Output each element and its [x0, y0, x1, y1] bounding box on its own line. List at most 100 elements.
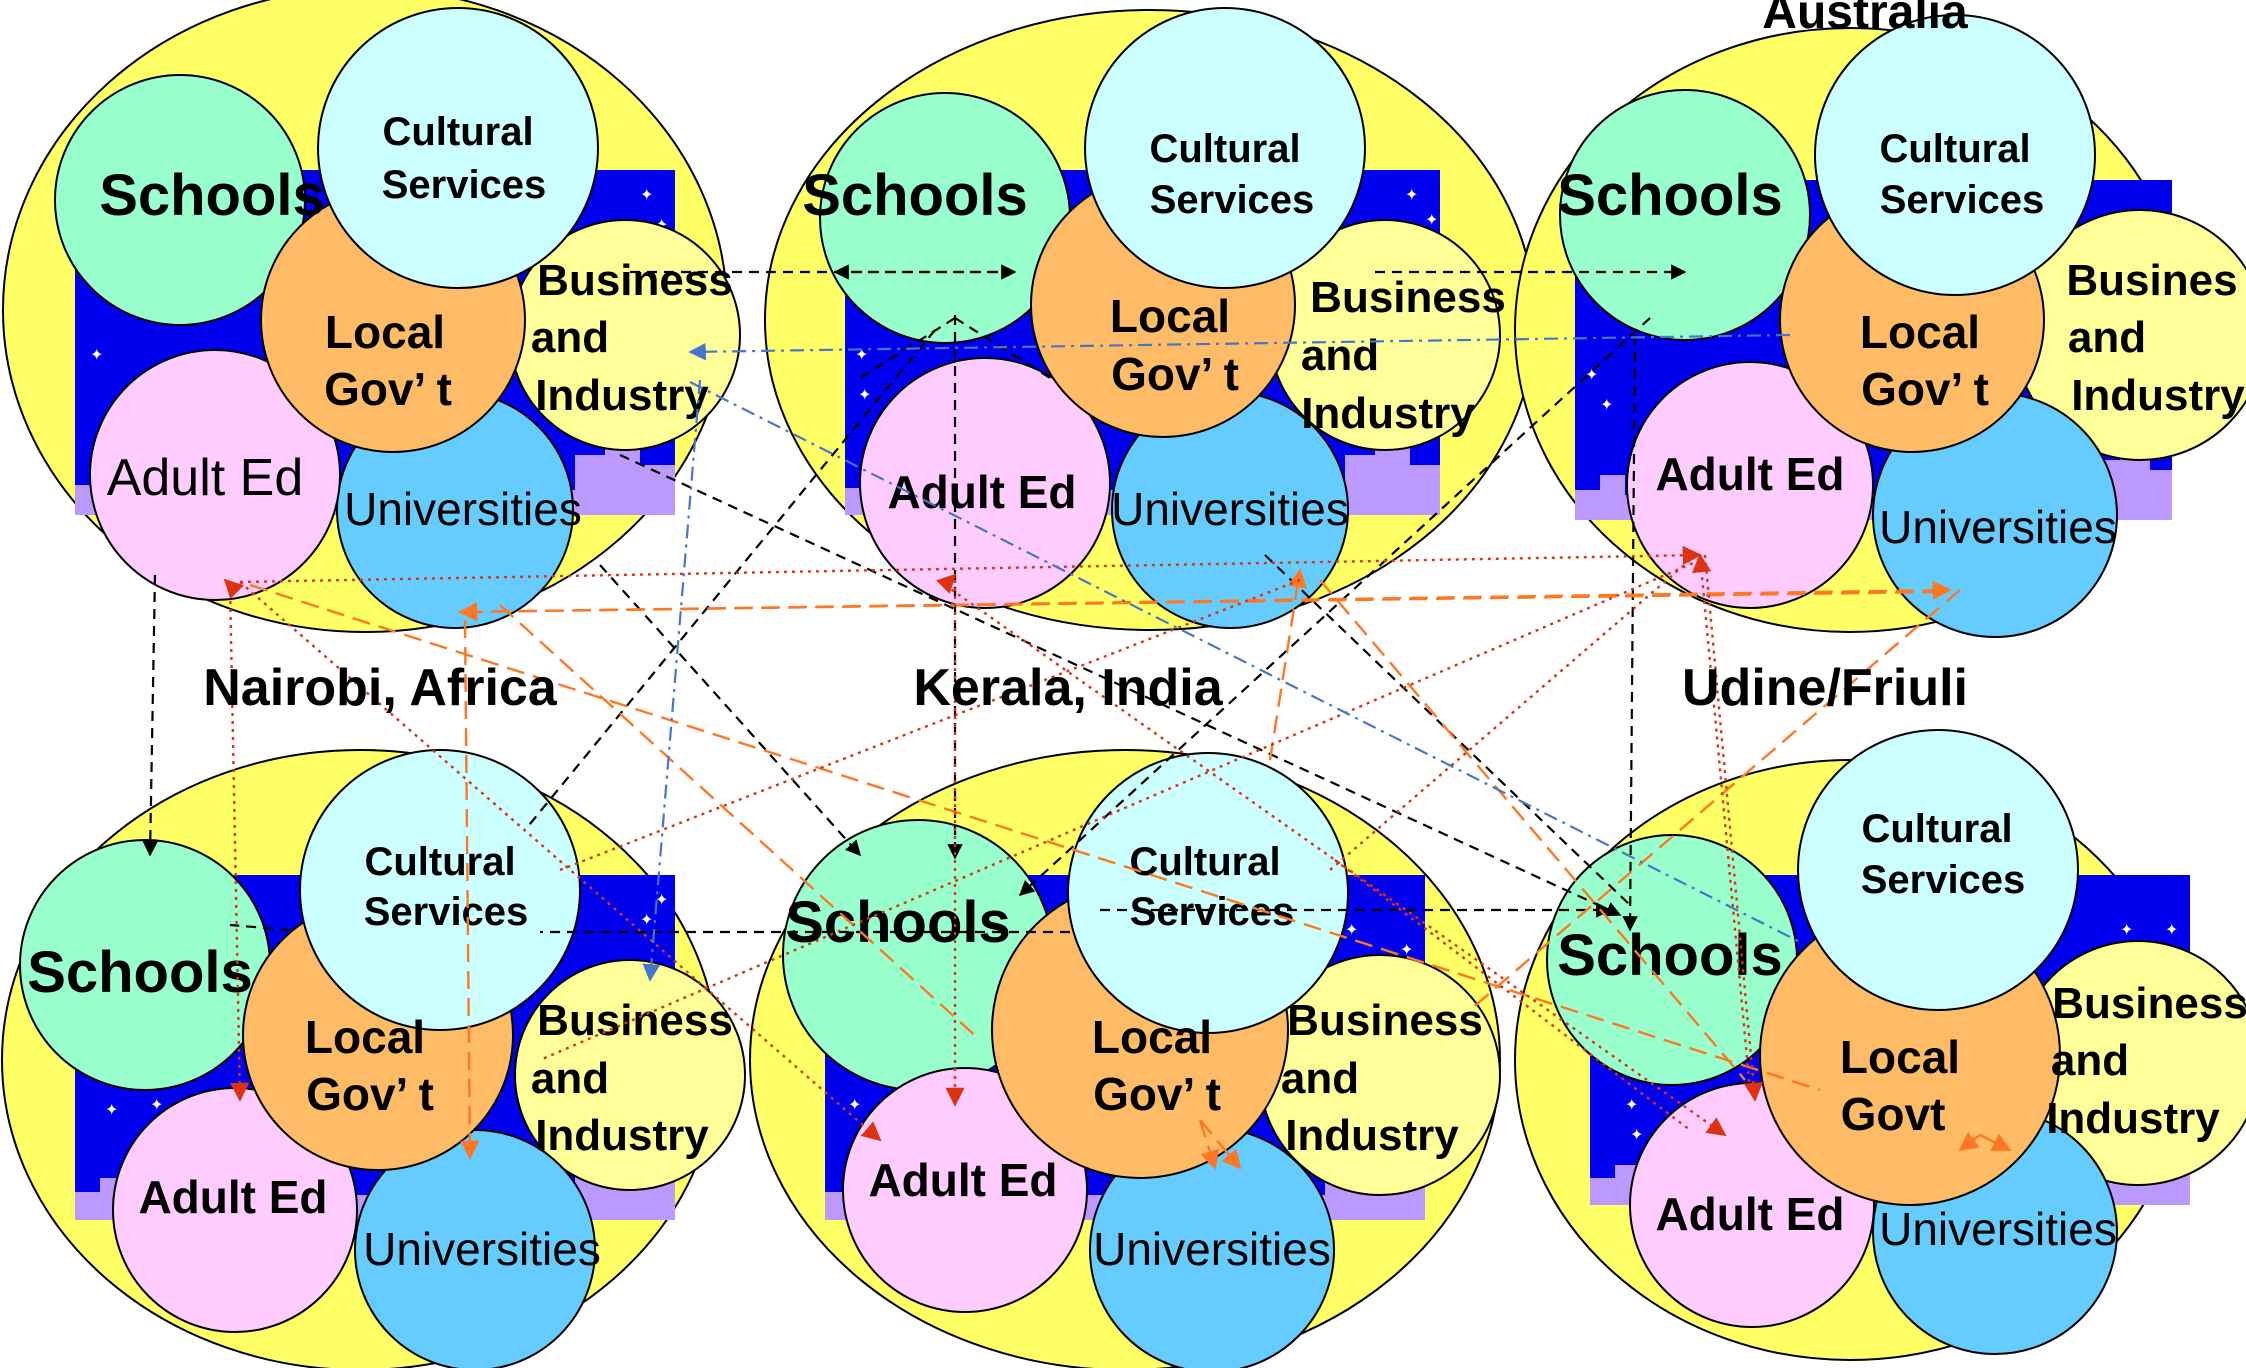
cultural-services-node — [1814, 14, 2096, 296]
link — [619, 454, 1622, 917]
svg-text:✦: ✦ — [2165, 920, 2178, 939]
link — [935, 573, 957, 595]
universities-label: Universities — [363, 1223, 601, 1275]
universities-label: Universities — [344, 483, 582, 535]
adult-ed-node — [89, 349, 341, 601]
cultural-label-2: Services — [364, 890, 529, 934]
svg-text:✦: ✦ — [1630, 1125, 1643, 1144]
svg-text:✦: ✦ — [1400, 940, 1413, 959]
link — [524, 329, 936, 831]
cluster-top-middle: ✦✦✦✦ Schools Cultural Services Local Gov… — [764, 7, 1536, 631]
sky-stars: ✦✦✦✦ — [105, 890, 668, 1119]
cultural-label-2: Services — [1150, 178, 1315, 222]
schools-label: Schools — [785, 890, 1011, 955]
business-label-1: Busines — [2066, 256, 2237, 305]
svg-text:✦: ✦ — [150, 1095, 163, 1114]
local-gov-label-1: Local — [305, 1011, 425, 1063]
link — [1979, 1133, 2012, 1152]
local-gov-label-1: Local — [1860, 306, 1980, 358]
business-node — [514, 959, 746, 1191]
local-gov-label-2: Gov’ t — [324, 363, 452, 415]
business-label-2: and — [1281, 1054, 1359, 1103]
link — [1622, 334, 1638, 932]
cultural-label-2: Services — [1880, 178, 2045, 222]
svg-text:✦: ✦ — [640, 910, 653, 929]
cluster-top-right: ✦✦✦ Schools Cultural Services Local Gov’… — [1514, 14, 2246, 638]
link — [1018, 317, 1651, 897]
adult-ed-label: Adult Ed — [107, 449, 304, 507]
cultural-services-node — [1084, 7, 1366, 289]
universities-label: Universities — [1879, 501, 2117, 553]
cultural-label-1: Cultural — [382, 110, 533, 154]
black-dashed-links — [142, 264, 1687, 934]
local-gov-label-1: Local — [325, 306, 445, 358]
business-label-3: Industry — [535, 371, 709, 420]
universities-label: Universities — [1111, 483, 1349, 535]
link — [464, 580, 1952, 614]
business-label-2: and — [2051, 1036, 2129, 1085]
link — [642, 379, 702, 982]
link — [1319, 579, 1746, 1081]
business-label-3: Industry — [2071, 371, 2245, 420]
cluster-bottom-middle: ✦✦✦✦ Schools Cultural Services Local Gov… — [749, 749, 1501, 1368]
cluster-bottom-right: ✦✦✦✦ Schools Cultural Services Local Gov… — [1514, 729, 2246, 1361]
link — [1198, 1119, 1220, 1170]
schools-node — [54, 74, 306, 326]
link — [1703, 554, 1763, 1102]
cultural-label-2: Services — [1861, 858, 2026, 902]
svg-text:✦: ✦ — [105, 1100, 118, 1119]
adult-ed-label: Adult Ed — [887, 466, 1076, 518]
local-gov-label-2: Gov’ t — [306, 1068, 434, 1120]
link — [1268, 568, 1307, 761]
location-label-australia: Australia — [1762, 0, 1968, 39]
blue-dashdot-links — [642, 333, 1801, 982]
business-label-1: Business — [537, 996, 733, 1045]
link — [249, 583, 1821, 1092]
business-label-1: Business — [1287, 996, 1483, 1045]
business-label-3: Industry — [1285, 1111, 1459, 1160]
schools-label: Schools — [99, 163, 325, 228]
cultural-label-1: Cultural — [1879, 127, 2030, 171]
link — [539, 558, 1701, 1062]
local-gov-label-2: Gov’ t — [1861, 363, 1989, 415]
business-label-2: and — [531, 1054, 609, 1103]
schools-label: Schools — [1557, 923, 1783, 988]
cultural-services-node — [317, 7, 599, 289]
orange-dashed-links — [249, 568, 2012, 1170]
schools-node — [1559, 89, 1811, 341]
link — [688, 333, 1791, 361]
svg-text:✦: ✦ — [1345, 920, 1358, 939]
adult-ed-label: Adult Ed — [868, 1154, 1057, 1206]
business-label-2: and — [1301, 331, 1379, 380]
link — [239, 581, 882, 1142]
cultural-label-1: Cultural — [364, 840, 515, 884]
link — [1958, 1131, 1981, 1152]
cluster-bottom-left: ✦✦✦✦ Schools Cultural Services Local Gov… — [1, 749, 746, 1368]
schools-label: Schools — [1557, 163, 1783, 228]
cultural-services-node — [1797, 729, 2079, 1011]
local-gov-label-1: Local — [1110, 290, 1230, 342]
location-label-udine: Udine/Friuli — [1682, 659, 1968, 717]
local-gov-label-1: Local — [1840, 1031, 1960, 1083]
location-label-kerala: Kerala, India — [913, 659, 1223, 717]
business-label-1: Business — [537, 256, 733, 305]
svg-text:✦: ✦ — [855, 345, 868, 364]
svg-text:✦: ✦ — [2120, 920, 2133, 939]
svg-text:✦: ✦ — [848, 1095, 861, 1114]
link — [1692, 553, 1752, 1091]
cultural-label-1: Cultural — [1861, 807, 2012, 851]
link — [239, 545, 1702, 584]
universities-label: Universities — [1879, 1203, 2117, 1255]
business-label-1: Business — [2052, 979, 2246, 1028]
link — [228, 584, 250, 1102]
link — [460, 619, 480, 1160]
link — [1329, 559, 1691, 871]
red-dotted-links — [223, 545, 1763, 1142]
adult-ed-label: Adult Ed — [1655, 1188, 1844, 1240]
svg-text:✦: ✦ — [1425, 210, 1438, 229]
adult-ed-node — [859, 357, 1111, 609]
link — [223, 578, 245, 600]
location-label-nairobi: Nairobi, Africa — [203, 659, 558, 717]
universities-label: Universities — [1093, 1223, 1331, 1275]
business-label-3: Industry — [535, 1111, 709, 1160]
